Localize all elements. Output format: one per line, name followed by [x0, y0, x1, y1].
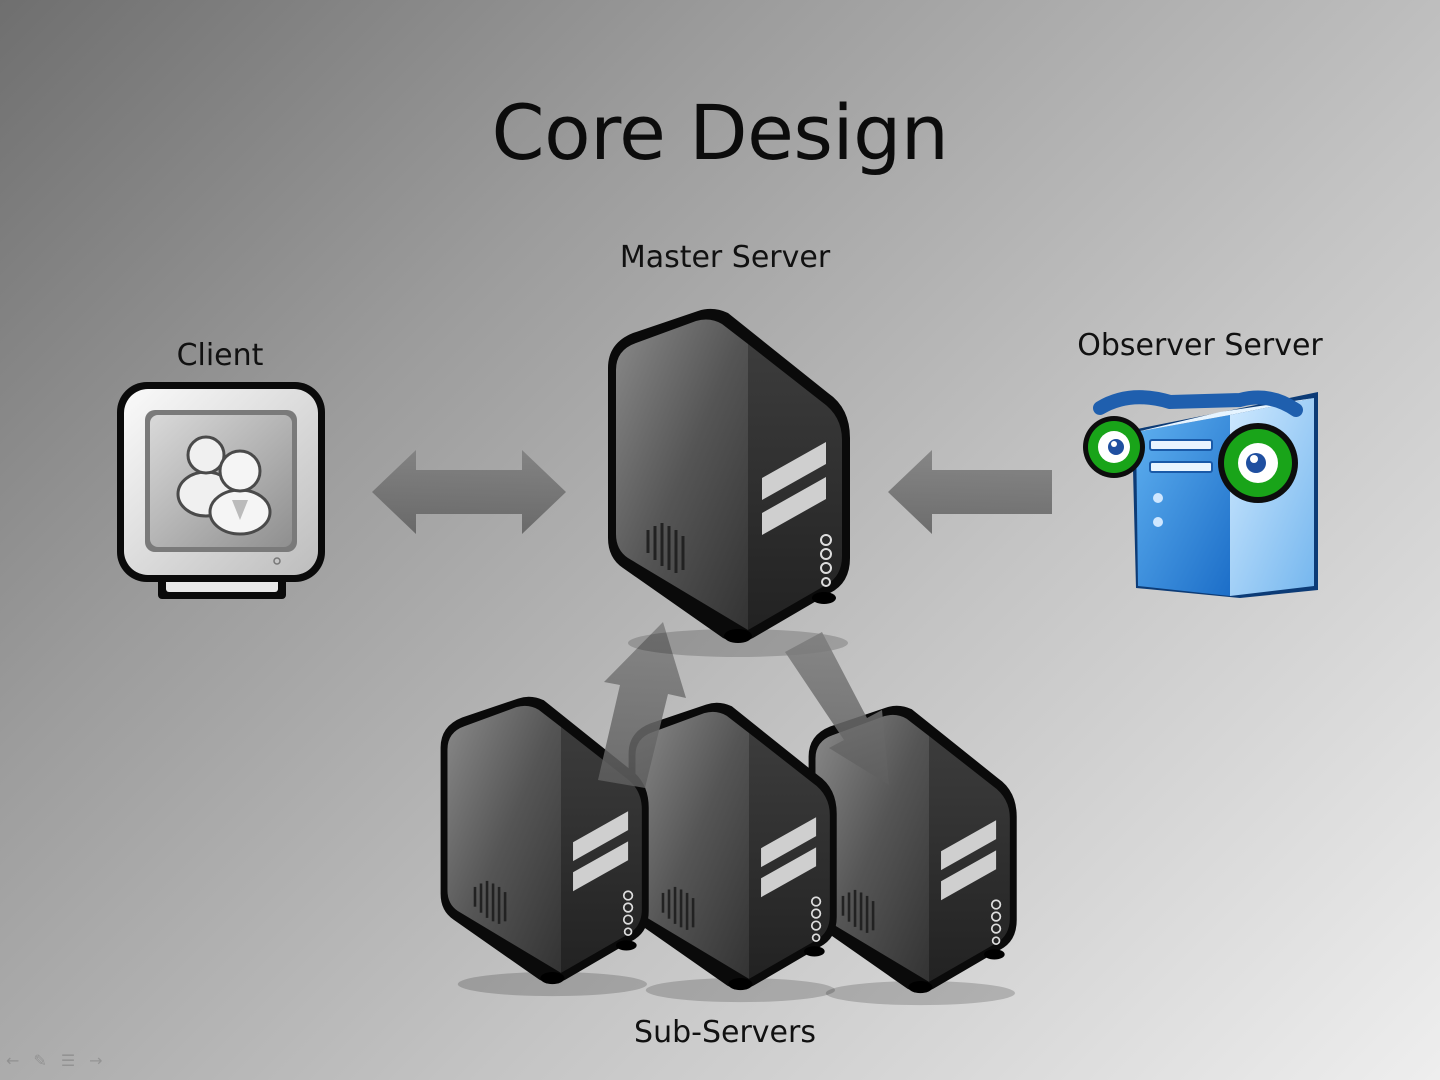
arrow-observer-to-master: [888, 450, 1052, 534]
arrow-master-to-sub: [785, 632, 889, 785]
sub-servers-label: Sub-Servers: [634, 1015, 816, 1050]
client-label: Client: [176, 338, 264, 373]
observer-server-icon: [1083, 390, 1318, 598]
arrow-client-master: [372, 450, 566, 534]
menu-icon[interactable]: ☰: [60, 1051, 76, 1070]
master-server-label: Master Server: [619, 240, 831, 275]
slide-title: Core Design: [491, 88, 949, 177]
observer-server-label: Observer Server: [1077, 328, 1323, 363]
prev-arrow-icon[interactable]: ←: [6, 1051, 20, 1070]
sub-server-2-icon: [627, 701, 839, 1004]
master-server-icon: [606, 307, 852, 659]
next-arrow-icon[interactable]: →: [89, 1051, 103, 1070]
client-monitor-icon: [117, 382, 325, 599]
arrow-sub-to-master: [598, 622, 686, 788]
slide-nav-controls: ← ✎ ☰ →: [6, 1051, 103, 1070]
pen-icon[interactable]: ✎: [33, 1051, 47, 1070]
